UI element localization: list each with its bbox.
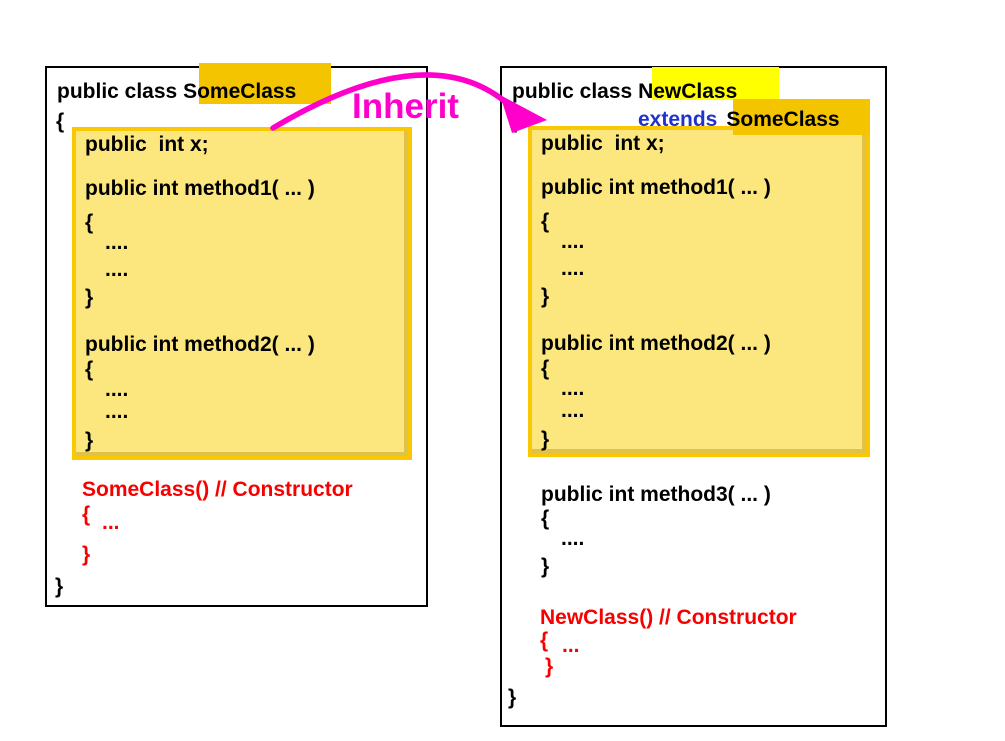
someclass-name: SomeClass <box>183 80 297 103</box>
member-line: public int x; <box>541 132 665 155</box>
constructor-close-brace: } <box>82 543 91 566</box>
member-line: .... <box>105 400 129 423</box>
newclass-declaration: public class NewClass <box>512 80 737 104</box>
member-line: } <box>85 429 94 452</box>
member-line: { <box>85 358 94 381</box>
member-line: public int method1( ... ) <box>541 176 771 199</box>
someclass-open-brace: { <box>56 110 65 133</box>
member-line: public int method2( ... ) <box>85 333 315 356</box>
constructor-open-brace: { <box>540 629 549 652</box>
extends-clause: extends SomeClass <box>638 108 840 132</box>
member-line: public int method2( ... ) <box>541 332 771 355</box>
member-line: .... <box>561 399 585 422</box>
member-line: { <box>541 357 550 380</box>
newclass-box: public class NewClass { public int x; pu… <box>500 66 887 727</box>
constructor-body: ... <box>562 634 580 657</box>
member-line: { <box>85 211 94 234</box>
member-line: .... <box>561 257 585 280</box>
extends-keyword: extends <box>638 108 718 131</box>
newclass-constructor-signature: NewClass() // Constructor <box>540 606 797 629</box>
member-line: .... <box>105 378 129 401</box>
superclass-name-highlight <box>733 99 870 135</box>
newclass-open-brace: { <box>509 110 518 133</box>
member-line: } <box>541 285 550 308</box>
newclass-inherited-members-block: public int x; public int method1( ... ) … <box>528 126 870 457</box>
someclass-box: public class SomeClass { public int x; p… <box>45 63 428 607</box>
member-line: .... <box>105 258 129 281</box>
method3-open-brace: { <box>541 507 550 530</box>
method3-body: .... <box>561 527 585 550</box>
constructor-close-brace: } <box>545 655 554 678</box>
constructor-body: ... <box>102 511 120 534</box>
method3-signature: public int method3( ... ) <box>541 483 771 506</box>
constructor-open-brace: { <box>82 503 91 526</box>
member-line: public int method1( ... ) <box>85 177 315 200</box>
member-line: } <box>85 286 94 309</box>
member-line: public int x; <box>85 133 209 156</box>
inherit-label: Inherit <box>352 87 459 126</box>
newclass-name: NewClass <box>638 80 738 103</box>
declaration-keywords: public class <box>512 80 639 103</box>
member-line: } <box>541 428 550 451</box>
member-line: .... <box>561 230 585 253</box>
someclass-close-brace: } <box>55 575 64 598</box>
method3-close-brace: } <box>541 555 550 578</box>
declaration-keywords: public class <box>57 80 184 103</box>
member-line: .... <box>561 377 585 400</box>
someclass-members-block: public int x; public int method1( ... ) … <box>72 127 412 460</box>
newclass-close-brace: } <box>508 686 517 709</box>
superclass-name: SomeClass <box>726 108 840 131</box>
member-line: { <box>541 210 550 233</box>
someclass-declaration: public class SomeClass <box>57 80 296 104</box>
newclass-name-highlight <box>652 67 779 100</box>
member-line: .... <box>105 231 129 254</box>
someclass-constructor-signature: SomeClass() // Constructor <box>82 478 353 501</box>
